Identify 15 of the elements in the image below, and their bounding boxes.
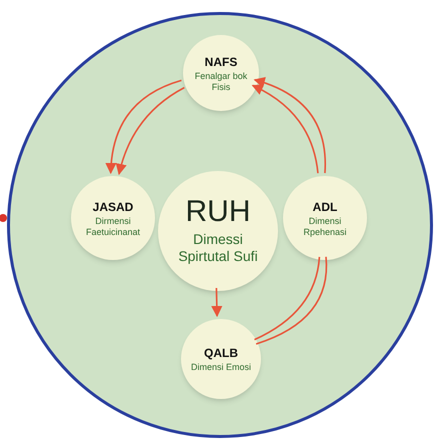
node-title: QALB [204, 345, 238, 362]
node-title: JASAD [92, 198, 134, 216]
arrow [254, 77, 326, 174]
node-title: ADL [312, 198, 338, 216]
node-title: NAFS [204, 54, 238, 71]
node-subtitle: Dirmensi Faetuicinanat [84, 216, 142, 238]
node-subtitle: Dimensi Rpehenasi [302, 216, 348, 238]
arrow [116, 86, 185, 176]
node-subtitle: Dimensi Emosi [190, 362, 252, 374]
node-subtitle: Dimessi Spirtutal Sufi [177, 230, 259, 266]
arrow [211, 288, 222, 318]
arrow [106, 80, 182, 174]
arrow [252, 84, 319, 174]
node-title: RUH [186, 196, 250, 226]
node-subtitle: Fenalgar bok Fisis [194, 70, 248, 94]
